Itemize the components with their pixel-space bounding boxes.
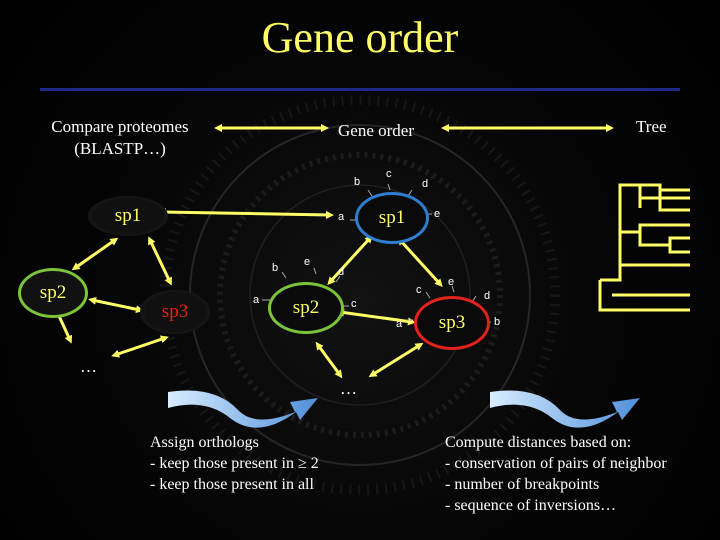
compute-line-1: - conservation of pairs of neighbor [445, 455, 667, 472]
species-node-sp1: sp1 [88, 196, 168, 236]
compare-line-2: (BLASTP…) [74, 139, 166, 158]
gene-b-sp2: b [272, 262, 279, 274]
compare-line-1: Compare proteomes [51, 117, 189, 136]
sweep-arrow-right [490, 390, 640, 428]
assign-line-2: - keep those present in all [150, 476, 314, 493]
compute-title: Compute distances based on: [445, 434, 632, 451]
edge-go-sp2-sp3 [336, 308, 416, 326]
gene-a-sp2: a [253, 294, 260, 306]
species-label-sp1: sp1 [114, 205, 142, 226]
assign-orthologs-block: Assign orthologs - keep those present in… [150, 432, 319, 495]
edge-go-sp2-more [315, 341, 343, 379]
gene-order-sp1-label: sp1 [378, 207, 406, 228]
gene-order-sp1: sp1 [355, 192, 429, 244]
edge-sp2-sp3 [88, 296, 144, 314]
edge-sp1-sp3 [148, 236, 172, 286]
more-species-left: … [80, 357, 97, 376]
gene-c-sp3: c [416, 284, 422, 296]
more-species-gene-order: … [340, 379, 357, 398]
gene-e-sp3: e [448, 276, 455, 288]
title-underline [40, 88, 680, 91]
edge-go-sp1-sp3 [397, 237, 443, 287]
edge-go-sp1-sp2 [327, 235, 373, 285]
slide-title: Gene order [261, 13, 459, 62]
gene-a-sp3: a [396, 318, 403, 330]
gene-a-sp1: a [338, 211, 345, 223]
tree-label: Tree [636, 117, 667, 136]
gene-order-sp3: sp3 [414, 296, 490, 350]
compute-line-2: - number of breakpoints [445, 476, 600, 493]
gene-order-label: Gene order [338, 121, 414, 140]
gene-d-sp1: d [422, 178, 429, 190]
gene-d-sp2: d [338, 266, 345, 278]
gene-order-sp2-label: sp2 [292, 297, 320, 318]
gene-order-sp2: sp2 [268, 282, 344, 334]
gene-order-sp3-label: sp3 [438, 312, 466, 333]
compare-proteomes-label: Compare proteomes (BLASTP…) [20, 116, 220, 160]
edge-go-sp3-more [368, 342, 424, 378]
gene-b-sp1: b [354, 176, 361, 188]
edge-sp1-sp2 [71, 237, 119, 271]
species-label-sp2: sp2 [39, 282, 67, 303]
species-label-sp3: sp3 [161, 301, 189, 322]
compute-line-3: - sequence of inversions… [445, 497, 617, 514]
gene-c-sp2: c [351, 298, 357, 310]
edge-sp3-more [111, 335, 169, 358]
gene-c-sp1: c [386, 168, 392, 180]
gene-e-sp2: e [304, 256, 311, 268]
gene-b-sp3: b [494, 316, 501, 328]
sweep-arrow-left [168, 390, 318, 428]
species-node-sp2: sp2 [18, 268, 88, 318]
species-node-sp3: sp3 [140, 290, 210, 334]
tree-diagram [598, 183, 690, 312]
gene-d-sp3: d [484, 290, 491, 302]
gene-e-sp1: e [434, 208, 441, 220]
compute-distances-block: Compute distances based on: - conservati… [445, 432, 667, 516]
assign-title: Assign orthologs [150, 434, 259, 451]
assign-line-1: - keep those present in ≥ 2 [150, 455, 319, 472]
edge-to-gene-order [158, 208, 334, 219]
